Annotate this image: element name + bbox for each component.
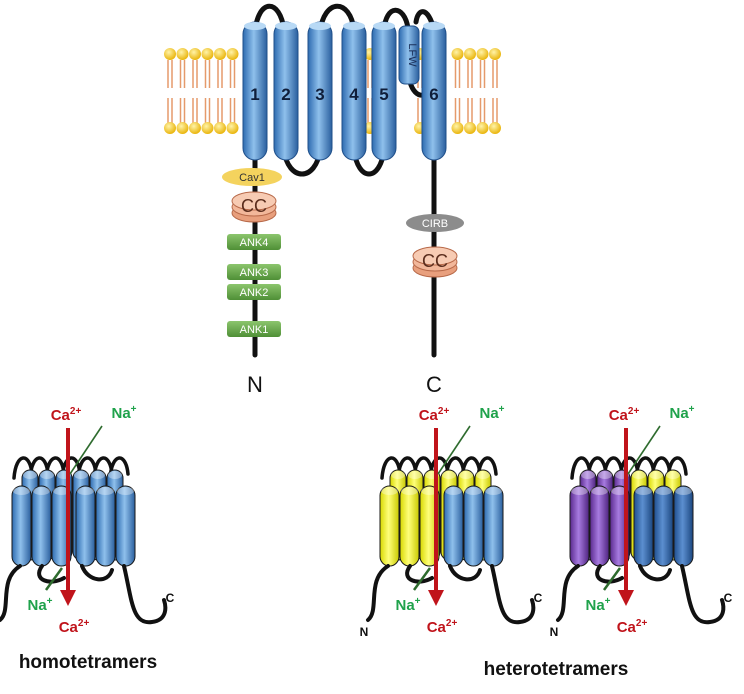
tetramer-c-label: C	[166, 591, 175, 605]
lipid	[226, 48, 239, 134]
lipid	[164, 48, 176, 134]
lipid	[201, 48, 214, 134]
ca-ion-bottom: Ca2+	[427, 618, 458, 636]
ca-ion-top: Ca2+	[51, 406, 82, 424]
ankyrin-ank2: ANK2	[227, 284, 281, 300]
cirb-label: CIRB	[422, 218, 448, 230]
pore-loop-lfw: LFW	[398, 25, 420, 85]
na-ion-bottom: Na+	[585, 596, 610, 614]
pore-loop-label: LFW	[406, 43, 418, 67]
lipid	[214, 48, 226, 134]
n-terminus-label: N	[247, 372, 263, 397]
lipid	[489, 48, 501, 134]
cav1-domain	[222, 168, 282, 186]
na-ion-top: Na+	[111, 404, 136, 422]
ca-ion-bottom: Ca2+	[617, 618, 648, 636]
homotetramers-caption: homotetramers	[19, 652, 157, 673]
cirb-domain	[406, 214, 464, 232]
na-ion-top: Na+	[669, 404, 694, 422]
helix-6: 6	[421, 21, 447, 161]
helix-label: 5	[379, 85, 388, 104]
ca-ion-bottom: Ca2+	[59, 618, 90, 636]
lipid	[176, 48, 189, 134]
ankyrin-label: ANK1	[240, 324, 269, 336]
ankyrin-label: ANK3	[240, 267, 269, 279]
ca-ion-top: Ca2+	[609, 406, 640, 424]
ankyrin-ank1: ANK1	[227, 321, 281, 337]
c-terminal-domains: CIRB CC C	[406, 214, 464, 397]
na-ion-bottom: Na+	[27, 596, 52, 614]
ankyrin-ank3: ANK3	[227, 264, 281, 280]
heterotetramer-yellow-blue: N C Ca2+ Na+ Na+ Ca2+	[360, 404, 543, 639]
helix-3: 3	[307, 21, 333, 161]
helix-label: 2	[281, 85, 290, 104]
c-terminus-label: C	[426, 372, 442, 397]
ankyrin-label: ANK2	[240, 287, 269, 299]
lipid	[476, 48, 489, 134]
helix-2: 2	[273, 21, 299, 161]
na-ion-top: Na+	[479, 404, 504, 422]
heterotetramers-caption: heterotetramers	[484, 659, 629, 680]
c-coiled-coil: CC	[412, 246, 458, 278]
tetramer-c-label: C	[534, 591, 543, 605]
na-ion-bottom: Na+	[395, 596, 420, 614]
helix-label: 3	[315, 85, 324, 104]
tetramer-c-label: C	[724, 591, 733, 605]
lipid	[451, 48, 464, 134]
heterotetramer-purple-blue: N C Ca2+ Na+ Na+ Ca2+	[550, 404, 733, 639]
tetramer-n-label: N	[550, 625, 559, 639]
ankyrin-label: ANK4	[240, 237, 269, 249]
helix-label: 6	[429, 85, 438, 104]
ankyrin-ank4: ANK4	[227, 234, 281, 250]
transmembrane-helices: 1 2 3 4 5 6	[242, 21, 447, 161]
helix-4: 4	[341, 21, 367, 161]
ca-ion-top: Ca2+	[419, 406, 450, 424]
helix-label: 4	[349, 85, 359, 104]
lipid	[189, 48, 201, 134]
cav1-label: Cav1	[239, 172, 265, 184]
helix-1: 1	[242, 21, 268, 161]
n-coiled-coil: CC	[231, 191, 277, 223]
n-cc-label: CC	[241, 196, 267, 216]
tetramer-panel: NCCa2+Na+Na+Ca2+NCCa2+Na+Na+Ca2+NCCa2+Na…	[0, 404, 733, 639]
tetramer-n-label: N	[360, 625, 369, 639]
lipid	[464, 48, 476, 134]
c-cc-label: CC	[422, 251, 448, 271]
helix-label: 1	[250, 85, 259, 104]
helix-5: 5	[371, 21, 397, 161]
